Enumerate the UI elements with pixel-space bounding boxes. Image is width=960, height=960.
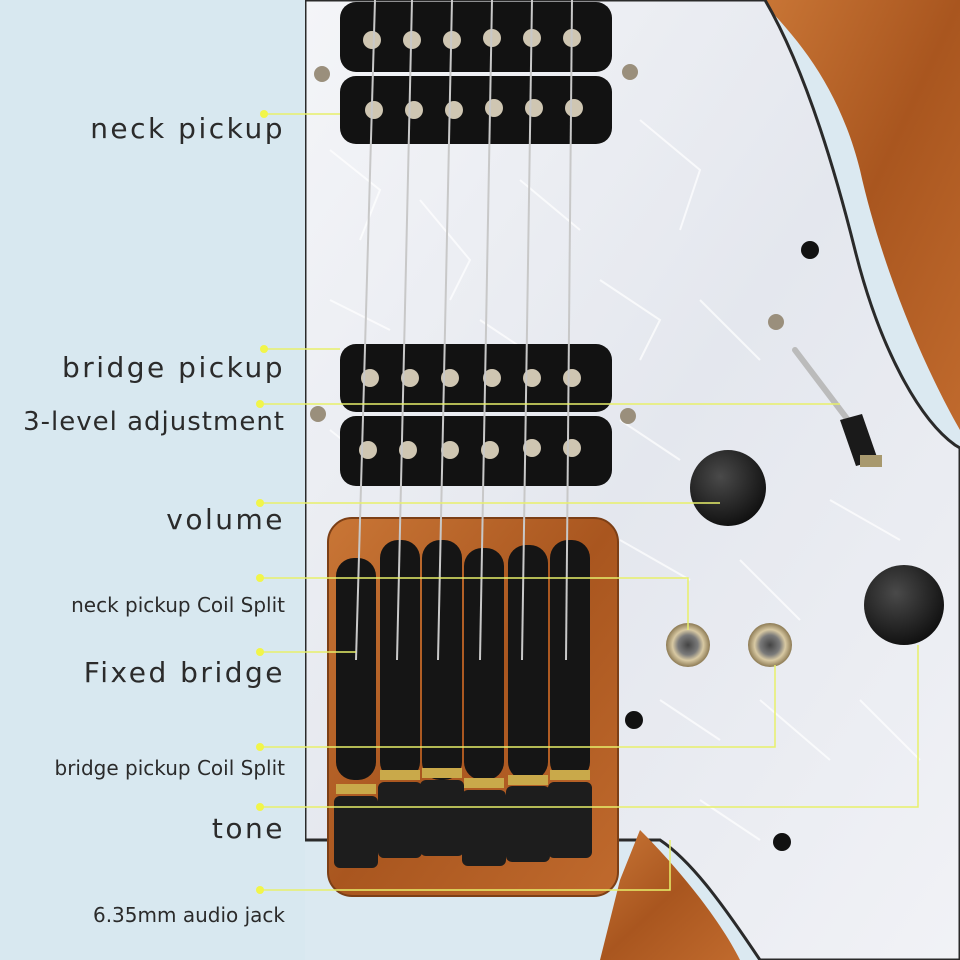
label-panel [0,0,305,960]
label-bridge-pickup: bridge pickup [61,351,285,384]
guitar-body-photo [305,0,960,960]
bridge-coil-split-switch [748,623,792,667]
pickguard-screws [625,241,819,851]
pickup-selector-switch [792,347,882,467]
label-bridge-coil-split: bridge pickup Coil Split [54,756,286,780]
neck-coil-split-switch [666,623,710,667]
tone-knob [864,565,944,645]
volume-knob [690,450,766,526]
label-tone: tone [211,812,285,845]
lower-body-wood [600,830,740,960]
wood-body-edge [760,0,960,430]
label-volume: volume [166,503,285,536]
neck-pickup [314,2,638,144]
label-neck-coil-split: neck pickup Coil Split [71,593,285,617]
strings [355,0,573,661]
bridge-pickup [310,344,636,486]
fixed-bridge [334,540,592,868]
label-fixed-bridge: Fixed bridge [83,656,285,689]
label-neck-pickup: neck pickup [90,112,285,145]
label-audio-jack: 6.35mm audio jack [92,903,285,927]
label-3-level-adjustment: 3-level adjustment [23,407,285,437]
